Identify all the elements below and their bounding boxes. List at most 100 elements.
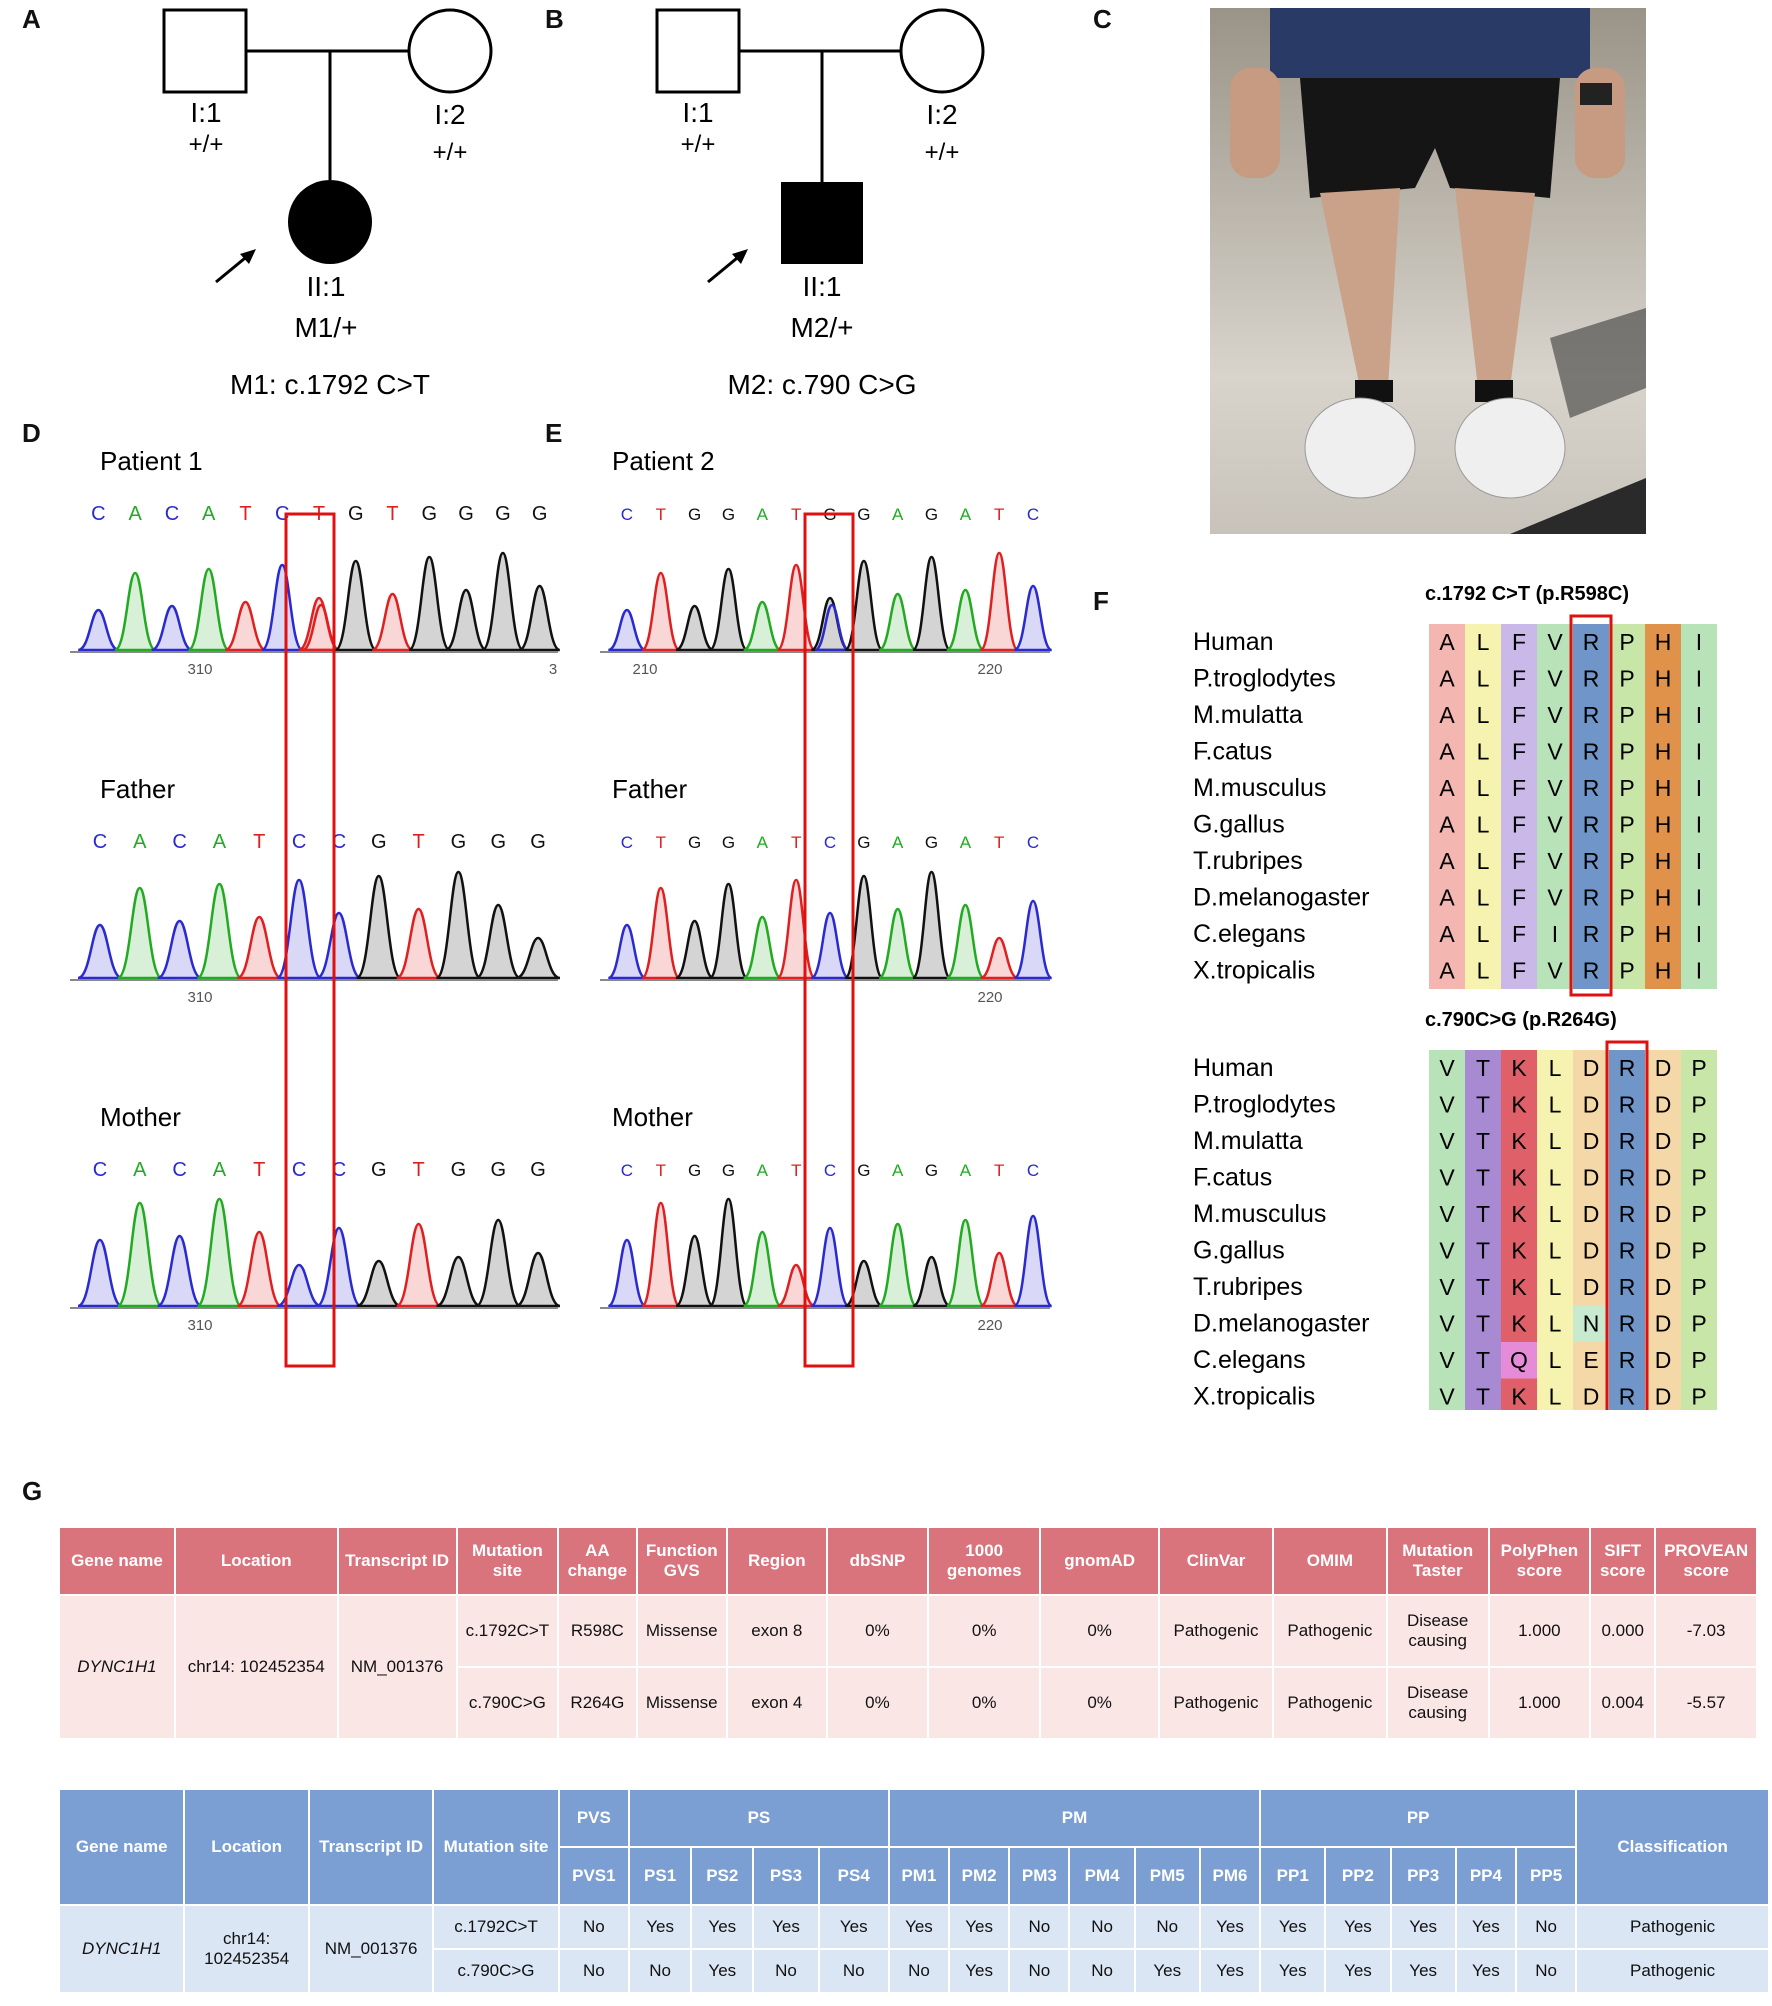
panel-label-c: C <box>1093 4 1112 34</box>
residue-letter: L <box>1549 1384 1562 1410</box>
column-header: Mutation site <box>457 1528 558 1594</box>
residue-cell <box>1609 697 1645 734</box>
table-cell: R264G <box>559 1668 636 1738</box>
criteria-cell: Yes <box>1456 1950 1515 1992</box>
chromatogram-peak <box>356 1259 402 1308</box>
chromatogram-peak <box>515 936 561 980</box>
base-call-label: T <box>994 833 1004 852</box>
residue-cell <box>1537 1305 1573 1342</box>
residue-cell <box>1609 624 1645 661</box>
residue-letter: D <box>1583 1238 1600 1264</box>
residue-letter: T <box>1476 1311 1490 1337</box>
residue-cell <box>1537 916 1573 953</box>
column-header: gnomAD <box>1041 1528 1159 1594</box>
base-call-label: A <box>892 1161 904 1180</box>
residue-cell <box>1681 1123 1717 1160</box>
residue-letter: T <box>1476 1201 1490 1227</box>
proband-square-affected <box>781 182 863 264</box>
base-call-label: C <box>621 833 633 852</box>
chromatogram-peak <box>912 1255 951 1308</box>
table-cell: -7.03 <box>1656 1596 1756 1666</box>
base-call-label: A <box>213 831 227 853</box>
residue-cell <box>1537 1050 1573 1087</box>
residue-letter: R <box>1619 1128 1636 1154</box>
criteria-header: PS3 <box>754 1848 818 1904</box>
residue-cell <box>1609 879 1645 916</box>
column-header: Transcript ID <box>338 1528 456 1594</box>
residue-letter: D <box>1655 1347 1672 1373</box>
residue-cell <box>1645 879 1681 916</box>
residue-cell <box>1645 733 1681 770</box>
species-label: C.elegans <box>1193 1346 1306 1374</box>
residue-letter: L <box>1549 1055 1562 1081</box>
residue-cell <box>1609 1342 1645 1379</box>
residue-letter: L <box>1549 1238 1562 1264</box>
residue-cell <box>1429 660 1465 697</box>
criteria-cell: No <box>629 1950 691 1992</box>
residue-letter: R <box>1619 1201 1636 1227</box>
criteria-cell: Yes <box>1391 1950 1455 1992</box>
residue-cell <box>1609 733 1645 770</box>
base-call-label: A <box>202 503 216 525</box>
chromatogram-peak <box>371 592 414 652</box>
residue-letter: K <box>1511 1311 1527 1337</box>
residue-letter: I <box>1696 812 1702 838</box>
base-call-label: T <box>412 1159 424 1181</box>
column-header: SIFT score <box>1591 1528 1655 1594</box>
chromatogram-peak <box>334 559 377 652</box>
chromatogram-peak <box>157 1234 203 1308</box>
chromatogram-peak <box>911 870 952 980</box>
chromatogram-peak <box>980 1251 1019 1308</box>
residue-cell <box>1573 1378 1609 1410</box>
residue-cell <box>1573 879 1609 916</box>
residue-cell <box>1537 697 1573 734</box>
residue-cell <box>1465 916 1501 953</box>
chromatogram-peak <box>316 911 362 980</box>
proband-genotype: M1/+ <box>294 312 357 343</box>
residue-letter: R <box>1583 812 1600 838</box>
residue-letter: R <box>1619 1274 1636 1300</box>
residue-letter: F <box>1512 885 1526 911</box>
chromatogram-peak <box>640 571 681 652</box>
residue-cell <box>1681 916 1717 953</box>
track-title: Mother <box>612 1102 693 1132</box>
criteria-header: PM2 <box>950 1848 1009 1904</box>
residue-letter: H <box>1655 775 1672 801</box>
residue-letter: D <box>1583 1384 1600 1410</box>
residue-cell <box>1465 1159 1501 1196</box>
species-label: T.rubripes <box>1193 847 1303 875</box>
base-call-label: G <box>722 505 735 524</box>
base-call-label: A <box>133 831 147 853</box>
criteria-header: PM5 <box>1135 1848 1199 1904</box>
chromatogram-peak <box>776 878 816 980</box>
base-call-label: A <box>133 1159 147 1181</box>
residue-letter: V <box>1547 958 1563 984</box>
residue-letter: T <box>1476 1165 1490 1191</box>
base-call-label: G <box>925 1161 938 1180</box>
position-tick-label: 3 <box>549 661 557 678</box>
residue-letter: L <box>1549 1092 1562 1118</box>
residue-letter: D <box>1583 1274 1600 1300</box>
chromatogram-peak <box>980 936 1019 980</box>
residue-letter: D <box>1655 1311 1672 1337</box>
residue-cell <box>1645 1123 1681 1160</box>
species-label: D.melanogaster <box>1193 1310 1369 1338</box>
residue-cell <box>1429 733 1465 770</box>
chromatogram-peak <box>810 911 850 980</box>
residue-cell <box>1609 916 1645 953</box>
residue-cell <box>1465 733 1501 770</box>
chromatogram-peak <box>77 608 120 652</box>
residue-cell <box>1645 1305 1681 1342</box>
position-tick-label: 310 <box>187 1317 212 1334</box>
residue-letter: V <box>1439 1274 1455 1300</box>
residue-cell <box>1429 952 1465 989</box>
residue-letter: R <box>1619 1092 1636 1118</box>
base-call-label: T <box>994 1161 1004 1180</box>
conserved-residue-highlight <box>1605 1040 1649 1410</box>
residue-cell <box>1537 1232 1573 1269</box>
base-call-label: A <box>757 505 769 524</box>
base-call-label: A <box>757 1161 769 1180</box>
